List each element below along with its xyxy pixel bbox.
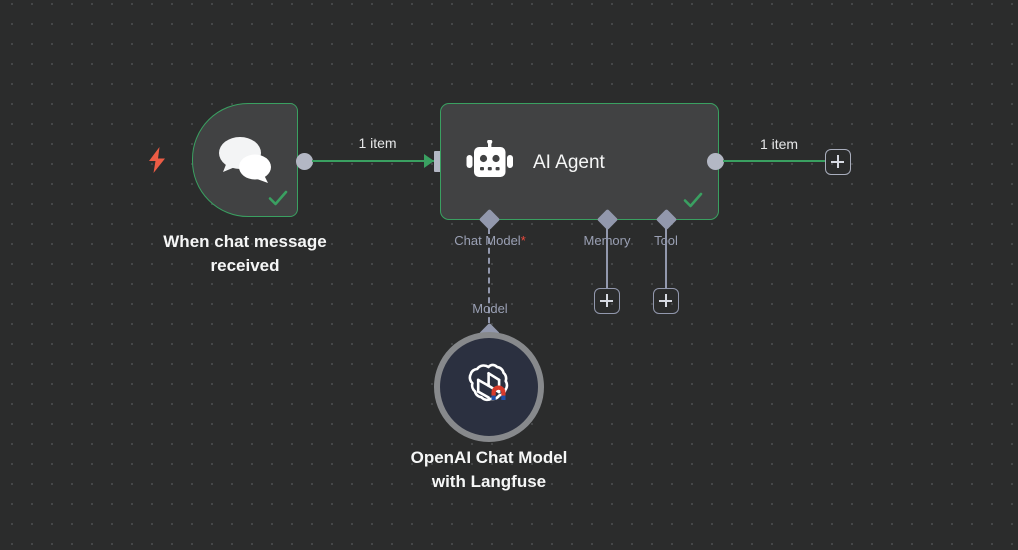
connection-label-model: Model xyxy=(472,301,508,316)
connection-agent-to-add[interactable] xyxy=(723,160,826,162)
connection-arrow-icon xyxy=(424,154,434,168)
connection-label-agent-to-add: 1 item xyxy=(759,136,799,152)
add-node-button-main-output[interactable] xyxy=(825,149,851,175)
node-label-trigger: When chat message received xyxy=(163,232,327,275)
node-title-ai-agent: AI Agent xyxy=(533,152,605,173)
node-openai-chat-model[interactable] xyxy=(434,332,544,442)
trigger-output-port[interactable] xyxy=(296,153,313,170)
connection-trigger-to-agent[interactable] xyxy=(312,160,434,162)
connection-tool-to-add[interactable] xyxy=(665,226,667,289)
add-node-button-memory[interactable] xyxy=(594,288,620,314)
lightning-bolt-icon xyxy=(146,147,168,173)
node-ai-agent[interactable]: AI Agent xyxy=(440,103,719,220)
connection-label-trigger-to-agent: 1 item xyxy=(358,135,397,151)
langfuse-magnet-icon xyxy=(491,385,506,400)
chat-bubbles-icon xyxy=(217,133,275,185)
add-node-button-tool[interactable] xyxy=(653,288,679,314)
robot-icon xyxy=(466,139,514,184)
required-asterisk: * xyxy=(520,233,526,248)
openai-logo-icon xyxy=(464,361,514,411)
node-label-openai: OpenAI Chat Model with Langfuse xyxy=(410,448,568,491)
port-label-chat-model: Chat Model* xyxy=(430,233,550,249)
status-check-icon xyxy=(267,187,289,209)
connection-memory-to-add[interactable] xyxy=(606,226,608,289)
agent-input-port[interactable] xyxy=(434,151,442,172)
status-check-icon xyxy=(682,189,704,211)
node-when-chat-message-received[interactable] xyxy=(192,103,298,217)
agent-output-port[interactable] xyxy=(707,153,724,170)
connection-chat-model-to-openai[interactable] xyxy=(488,228,490,333)
port-label-chat-model-text: Chat Model xyxy=(454,233,521,248)
